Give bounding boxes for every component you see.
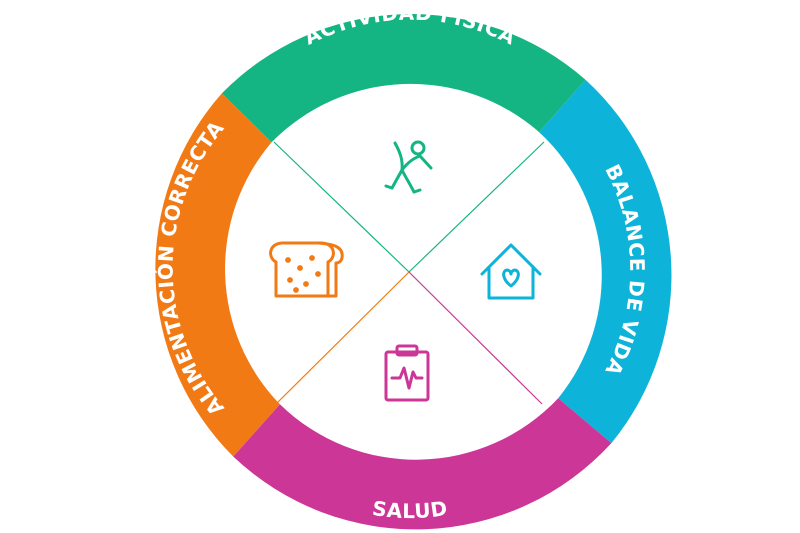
bread-slices-icon	[269, 241, 344, 298]
divider-line-top-right	[408, 141, 545, 273]
divider-line-bottom-right	[408, 271, 543, 405]
segment-actividad-fisica	[221, 14, 586, 143]
segment-salud	[233, 398, 612, 530]
clipboard-heartbeat-icon	[384, 344, 430, 402]
label-salud: SALUD	[371, 496, 449, 523]
segment-balance-de-vida	[539, 79, 672, 444]
segment-alimentacion-correcta	[155, 93, 280, 457]
house-heart-icon	[480, 243, 542, 300]
divider-line-top-left	[273, 141, 410, 273]
stretching-person-icon	[384, 140, 433, 194]
divider-line-bottom-left	[275, 271, 410, 405]
